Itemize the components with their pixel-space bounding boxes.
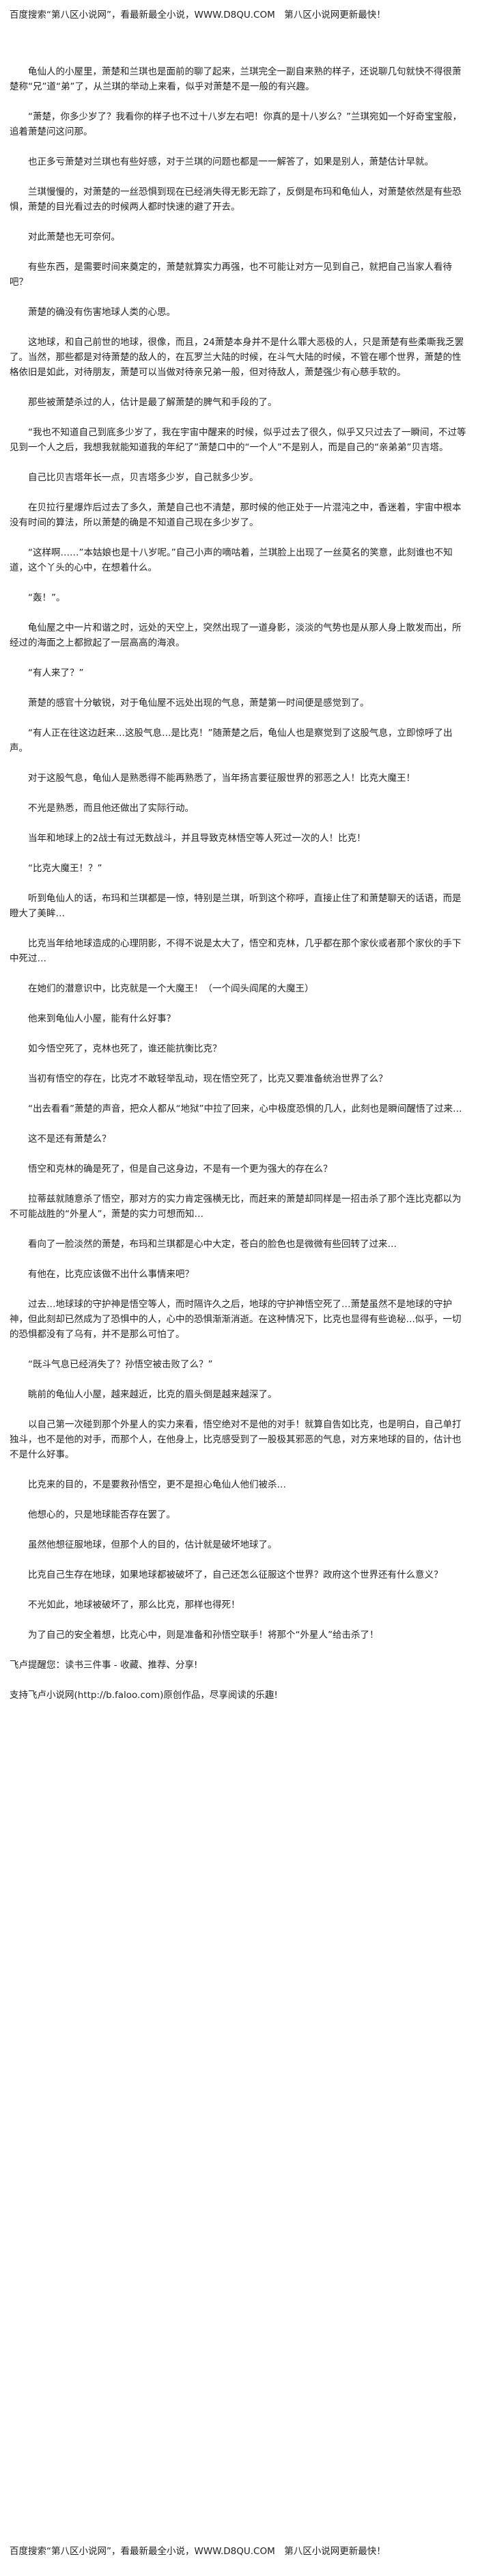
chapter-paragraph: 对此萧楚也无可奈何。 xyxy=(28,232,120,243)
chapter-paragraph: 如今悟空死了，克林也死了，谁还能抗衡比克？ xyxy=(28,1043,222,1054)
chapter-paragraph: 比克来的目的，不是要救孙悟空，更不是担心龟仙人他们被杀… xyxy=(28,1479,286,1490)
chapter-paragraph: 这不是还有萧楚么？ xyxy=(28,1134,111,1145)
chapter-paragraph: 虽然他想征服地球，但那个人的目的，估计就是破坏地球了。 xyxy=(28,1539,277,1550)
chapter-paragraph: 为了自己的安全着想，比克心中，则是准备和孙悟空联手！将那个“外星人”给击杀了！ xyxy=(28,1630,379,1641)
chapter-paragraph: 悟空和克林的确是死了，但是自己这身边，不是有一个更为强大的存在么？ xyxy=(28,1164,333,1175)
chapter-paragraph: 这地球，和自己前世的地球，很像，而且，24萧楚本身并不是什么罪大恶极的人，只是萧… xyxy=(10,337,464,378)
chapter-paragraph: 也正多亏萧楚对兰琪也有些好感，对于兰琪的问题也都是一一解答了，如果是别人，萧楚估… xyxy=(28,156,434,167)
chapter-paragraph: “有人正在往这边赶来…这股气息…是比克！”随萧楚之后，龟仙人也是察觉到了这股气息… xyxy=(10,728,453,754)
chapter-paragraph: 自己比贝吉塔年长一点，贝吉塔多少岁，自己就多少岁。 xyxy=(28,472,259,483)
chapter-paragraph: “这样啊……”本姑娘也是十八岁呢。”自己小声的嘀咕着，兰琪脸上出现了一丝莫名的笑… xyxy=(10,547,453,573)
support-notice: 支持飞卢小说网(http://b.faloo.com)原创作品，尽享阅读的乐趣! xyxy=(10,1690,278,1701)
site-banner-bottom: 百度搜索“第八区小说网”，看最新最全小说，WWW.D8QU.COM 第八区小说网… xyxy=(10,2546,386,2557)
chapter-paragraph: 龟仙屋之中一片和谐之时，远处的天空上，突然出现了一道身影，淡淡的气势也是从那人身… xyxy=(10,622,462,648)
chapter-paragraph: 他来到龟仙人小屋，能有什么好事？ xyxy=(28,1013,175,1024)
reading-reminder: 飞卢提醒您：读书三件事 - 收藏、推荐、分享! xyxy=(10,1660,198,1671)
chapter-paragraph: 比克自己生存在地球，如果地球都被破坏了，自己还怎么征服这个世界？政府这个世界还有… xyxy=(28,1570,443,1580)
chapter-content: 龟仙人的小屋里，萧楚和兰琪也是面前的聊了起来，兰琪完全一副自来熟的样子，还说聊几… xyxy=(10,64,468,1703)
chapter-paragraph: “出去看看”萧楚的声音，把众人都从“地狱”中拉了回来，心中极度恐惧的几人，此刻也… xyxy=(28,1104,462,1114)
chapter-paragraph: 龟仙人的小屋里，萧楚和兰琪也是面前的聊了起来，兰琪完全一副自来熟的样子，还说聊几… xyxy=(10,66,462,92)
chapter-paragraph: “有人来了？” xyxy=(28,668,84,679)
chapter-paragraph: 不光如此，地球被破坏了，那么比克，那样也得死！ xyxy=(28,1600,240,1611)
chapter-paragraph: 眺前的龟仙人小屋，越来越近，比克的眉头倒是越来越深了。 xyxy=(28,1389,277,1400)
chapter-paragraph: 在她们的潜意识中，比克就是一个大魔王！（一个阎头阎尾的大魔王） xyxy=(28,983,314,994)
chapter-paragraph: 听到龟仙人的话，布玛和兰琪都是一惊，特别是兰琪，听到这个称呼，直接止住了和萧楚聊… xyxy=(10,893,462,919)
chapter-paragraph: “轰！”。 xyxy=(28,592,66,603)
chapter-paragraph: 比克当年给地球造成的心理阴影，不得不说是太大了，悟空和克林，几乎都在那个家伙或者… xyxy=(10,938,462,964)
chapter-paragraph: 萧楚的确没有伤害地球人类的心思。 xyxy=(28,307,175,318)
chapter-paragraph: 那些被萧楚杀过的人，估计是最了解萧楚的脾气和手段的了。 xyxy=(28,397,277,408)
chapter-paragraph: 不光是熟悉，而且他还做出了实际行动。 xyxy=(28,803,194,814)
site-banner-top: 百度搜索“第八区小说网”，看最新最全小说，WWW.D8QU.COM 第八区小说网… xyxy=(10,10,386,20)
chapter-paragraph: 在贝拉行星爆炸后过去了多久，萧楚自己也不清楚，那时候的他正处于一片混沌之中，香迷… xyxy=(10,502,462,528)
chapter-paragraph: 看向了一脸淡然的萧楚，布玛和兰琪都是心中大定，苍白的脸色也是微微有些回转了过来… xyxy=(28,1239,397,1250)
chapter-paragraph: 当初有悟空的存在，比克才不敢轻举乱动，现在悟空死了，比克又要准备统治世界了么？ xyxy=(28,1073,388,1084)
chapter-paragraph: 兰琪慢慢的，对萧楚的一丝恐惧到现在已经消失得无影无踪了，反倒是布玛和龟仙人，对萧… xyxy=(10,187,462,213)
chapter-paragraph: “既斗气息已经消失了？孙悟空被击败了么？” xyxy=(28,1359,213,1370)
chapter-paragraph: 过去…地球球的守护神是悟空等人，而时隔许久之后，地球的守护神悟空死了…萧楚虽然不… xyxy=(10,1299,462,1340)
chapter-paragraph: “比克大魔王！？” xyxy=(28,863,102,874)
chapter-paragraph: “我也不知道自己到底多少岁了，我在宇宙中醒来的时候，似乎过去了很久，似乎又只过去… xyxy=(10,427,466,453)
chapter-paragraph: 他想心的，只是地球能否存在罢了。 xyxy=(28,1509,175,1520)
chapter-paragraph: 以自己第一次碰到那个外星人的实力来看，悟空绝对不是他的对手！就算自告如比克，也是… xyxy=(10,1419,462,1460)
chapter-paragraph: “萧楚，你多少岁了？我看你的样子也不过十八岁左右吧！你真的是十八岁么？”兰琪宛如… xyxy=(10,111,462,137)
chapter-paragraph: 有他在，比克应该做不出什么事情来吧？ xyxy=(28,1269,194,1280)
chapter-paragraph: 对于这股气息，龟仙人是熟悉得不能再熟悉了，当年扬言要征服世界的邪恶之人！比克大魔… xyxy=(28,773,415,784)
chapter-paragraph: 拉蒂兹就随意杀了悟空，那对方的实力肯定强横无比，而赶来的萧楚却同样是一招击杀了那… xyxy=(10,1194,462,1220)
chapter-paragraph: 有些东西，是需要时间来奠定的，萧楚就算实力再强，也不可能让对方一见到自己，就把自… xyxy=(10,262,452,288)
chapter-paragraph: 萧楚的感官十分敏锐，对于龟仙屋不远处出现的气息，萧楚第一时间便是感觉到了。 xyxy=(28,698,369,709)
chapter-paragraph: 当年和地球上的2战士有过无数战斗，并且导致克林悟空等人死过一次的人！比克！ xyxy=(28,833,366,844)
